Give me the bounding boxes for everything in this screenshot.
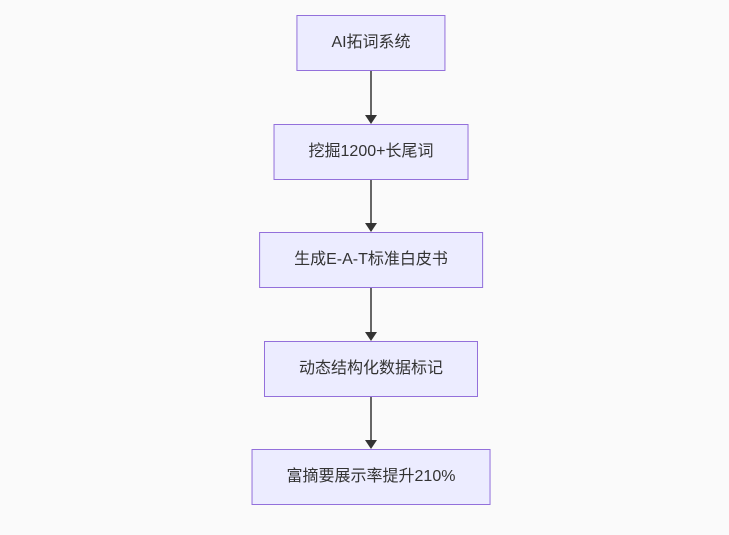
arrow-shaft	[370, 288, 372, 332]
arrowhead-down-icon	[365, 440, 377, 449]
node-eat-standard-whitepaper: 生成E-A-T标准白皮书	[259, 232, 483, 288]
arrow-node2-to-node3	[365, 180, 377, 232]
arrow-shaft	[370, 397, 372, 440]
node-longtail-keyword-mining: 挖掘1200+长尾词	[273, 124, 469, 180]
node-rich-snippet-rate-increase: 富摘要展示率提升210%	[251, 449, 491, 505]
node-dynamic-structured-data-markup: 动态结构化数据标记	[263, 341, 479, 397]
arrow-shaft	[370, 180, 372, 223]
arrowhead-down-icon	[365, 332, 377, 341]
arrowhead-down-icon	[365, 115, 377, 124]
arrow-shaft	[370, 71, 372, 115]
node-ai-keyword-expansion-system: AI拓词系统	[296, 15, 446, 71]
arrow-node1-to-node2	[365, 71, 377, 124]
arrow-node4-to-node5	[365, 397, 377, 449]
arrow-node3-to-node4	[365, 288, 377, 341]
arrowhead-down-icon	[365, 223, 377, 232]
